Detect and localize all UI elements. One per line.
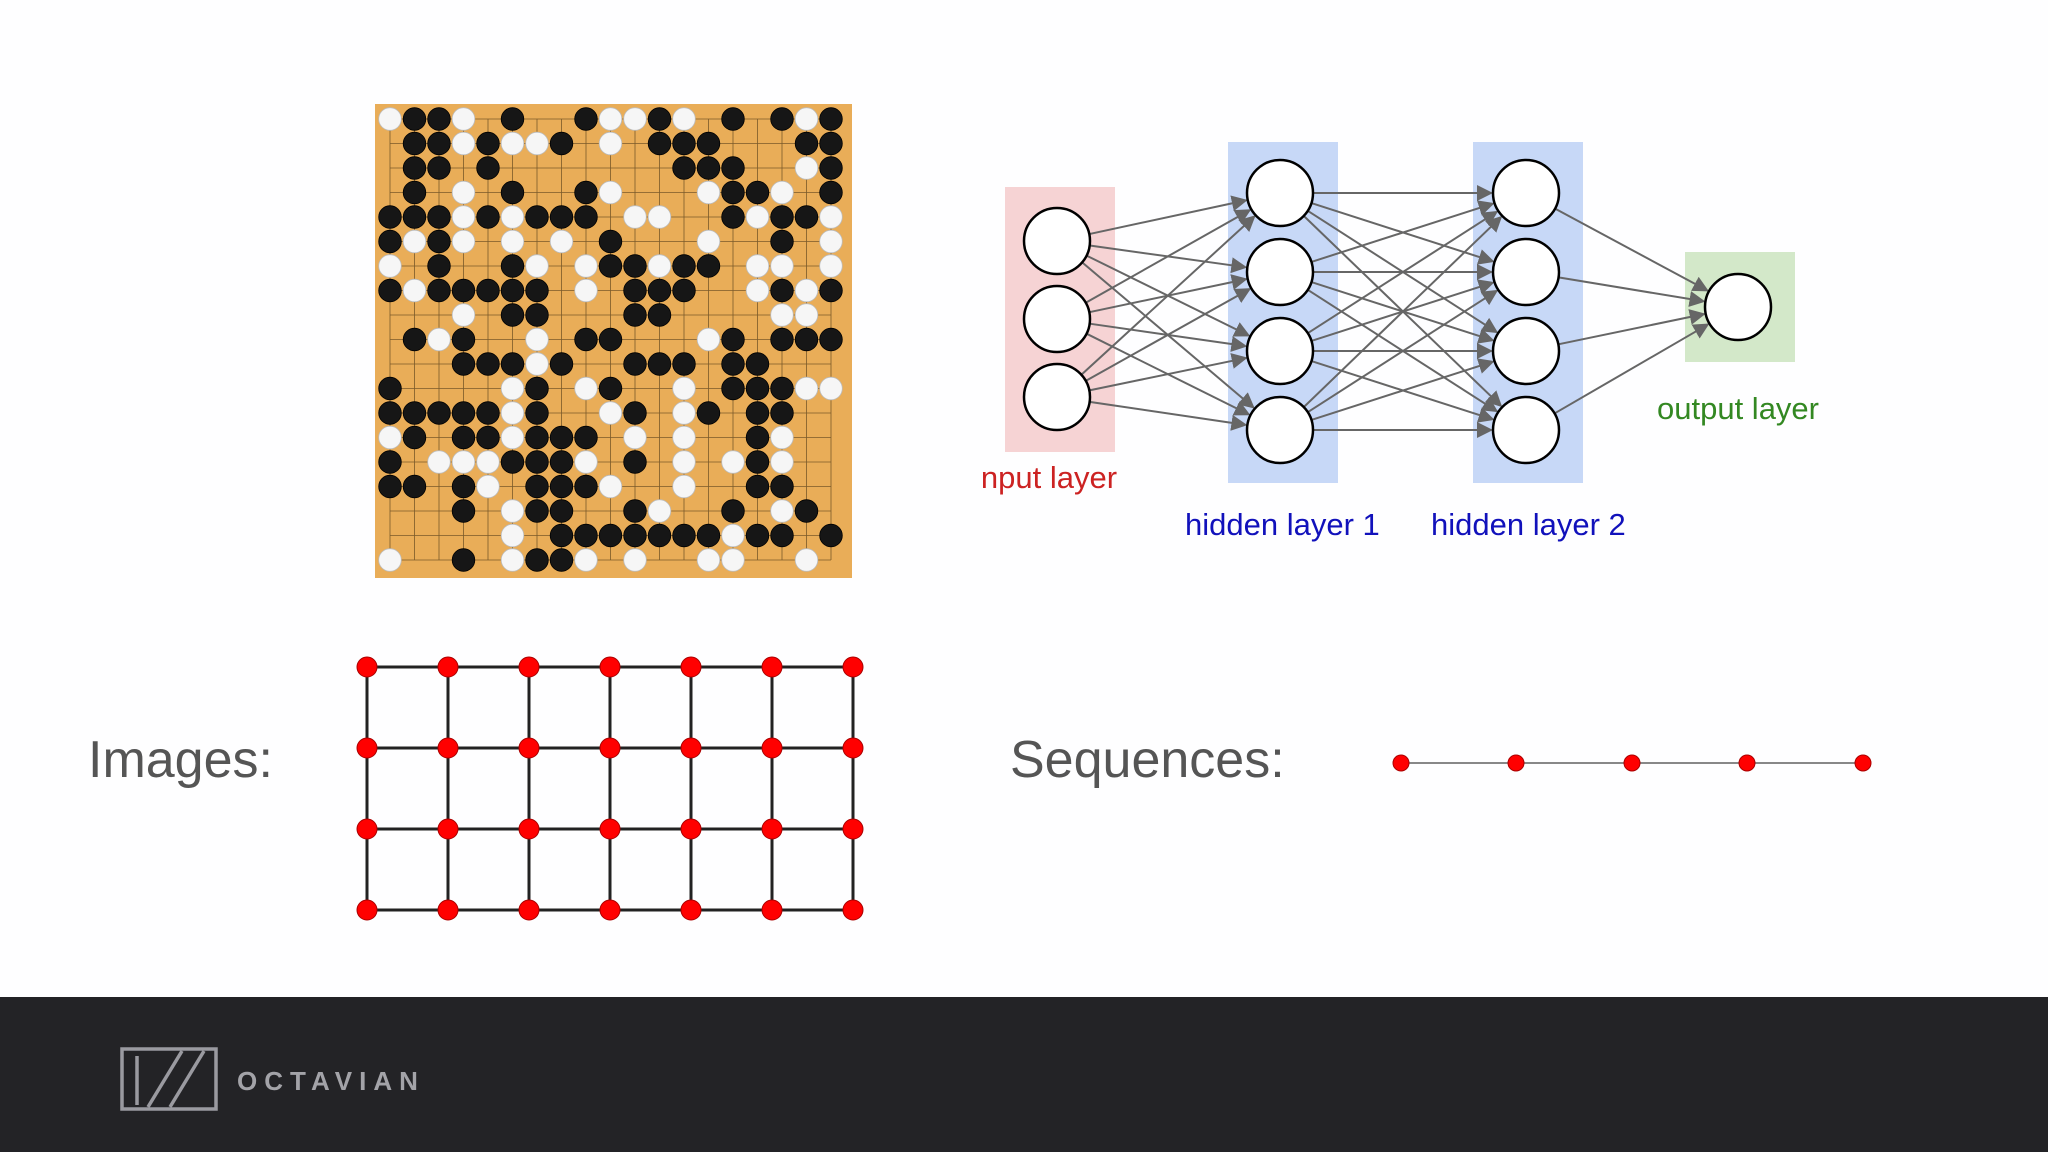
grid-node: [519, 900, 539, 920]
grid-node: [681, 819, 701, 839]
grid-node: [843, 657, 863, 677]
grid-node: [762, 657, 782, 677]
grid-node: [681, 738, 701, 758]
grid-node: [438, 657, 458, 677]
grid-node: [843, 819, 863, 839]
grid-node: [681, 900, 701, 920]
sequence-chain-graph: [1380, 740, 1880, 790]
grid-node: [438, 819, 458, 839]
grid-node: [681, 657, 701, 677]
hidden-1-neuron: [1247, 160, 1313, 226]
input-neuron: [1024, 208, 1090, 274]
brand-name: OCTAVIAN: [237, 1066, 425, 1097]
hidden-1-neuron: [1247, 239, 1313, 305]
hidden-2-neuron: [1493, 239, 1559, 305]
sequences-label: Sequences:: [1010, 730, 1285, 790]
hidden-2-neuron: [1493, 318, 1559, 384]
output-neuron: [1705, 274, 1771, 340]
grid-node: [762, 900, 782, 920]
image-grid-graph: [350, 650, 870, 930]
hidden-1-neuron: [1247, 318, 1313, 384]
grid-node: [762, 819, 782, 839]
hidden-2-neuron: [1493, 397, 1559, 463]
go-board-image: [375, 104, 852, 578]
images-label: Images:: [88, 730, 273, 790]
input-neuron: [1024, 286, 1090, 352]
input-layer-label: input layer: [980, 460, 1117, 495]
grid-node: [438, 900, 458, 920]
hidden-1-neuron: [1247, 397, 1313, 463]
grid-node: [600, 738, 620, 758]
sequence-node: [1739, 755, 1755, 771]
grid-node: [843, 738, 863, 758]
hidden-2-neuron: [1493, 160, 1559, 226]
grid-node: [519, 819, 539, 839]
sequence-node: [1855, 755, 1871, 771]
octavian-logo-icon: [120, 1047, 218, 1111]
sequence-node: [1624, 755, 1640, 771]
hidden-layer-2-label: hidden layer 2: [1431, 507, 1626, 542]
grid-node: [357, 738, 377, 758]
grid-node: [762, 738, 782, 758]
sequence-node: [1393, 755, 1409, 771]
grid-node: [519, 738, 539, 758]
grid-node: [519, 657, 539, 677]
grid-node: [600, 819, 620, 839]
output-layer-label: output layer: [1657, 391, 1819, 426]
input-neuron: [1024, 364, 1090, 430]
grid-node: [357, 900, 377, 920]
neural-network-diagram: input layer hidden layer 1 hidden layer …: [980, 135, 1860, 555]
grid-node: [357, 819, 377, 839]
grid-node: [600, 657, 620, 677]
grid-node: [438, 738, 458, 758]
grid-node: [600, 900, 620, 920]
grid-node: [357, 657, 377, 677]
hidden-layer-1-label: hidden layer 1: [1185, 507, 1380, 542]
sequence-node: [1508, 755, 1524, 771]
grid-node: [843, 900, 863, 920]
